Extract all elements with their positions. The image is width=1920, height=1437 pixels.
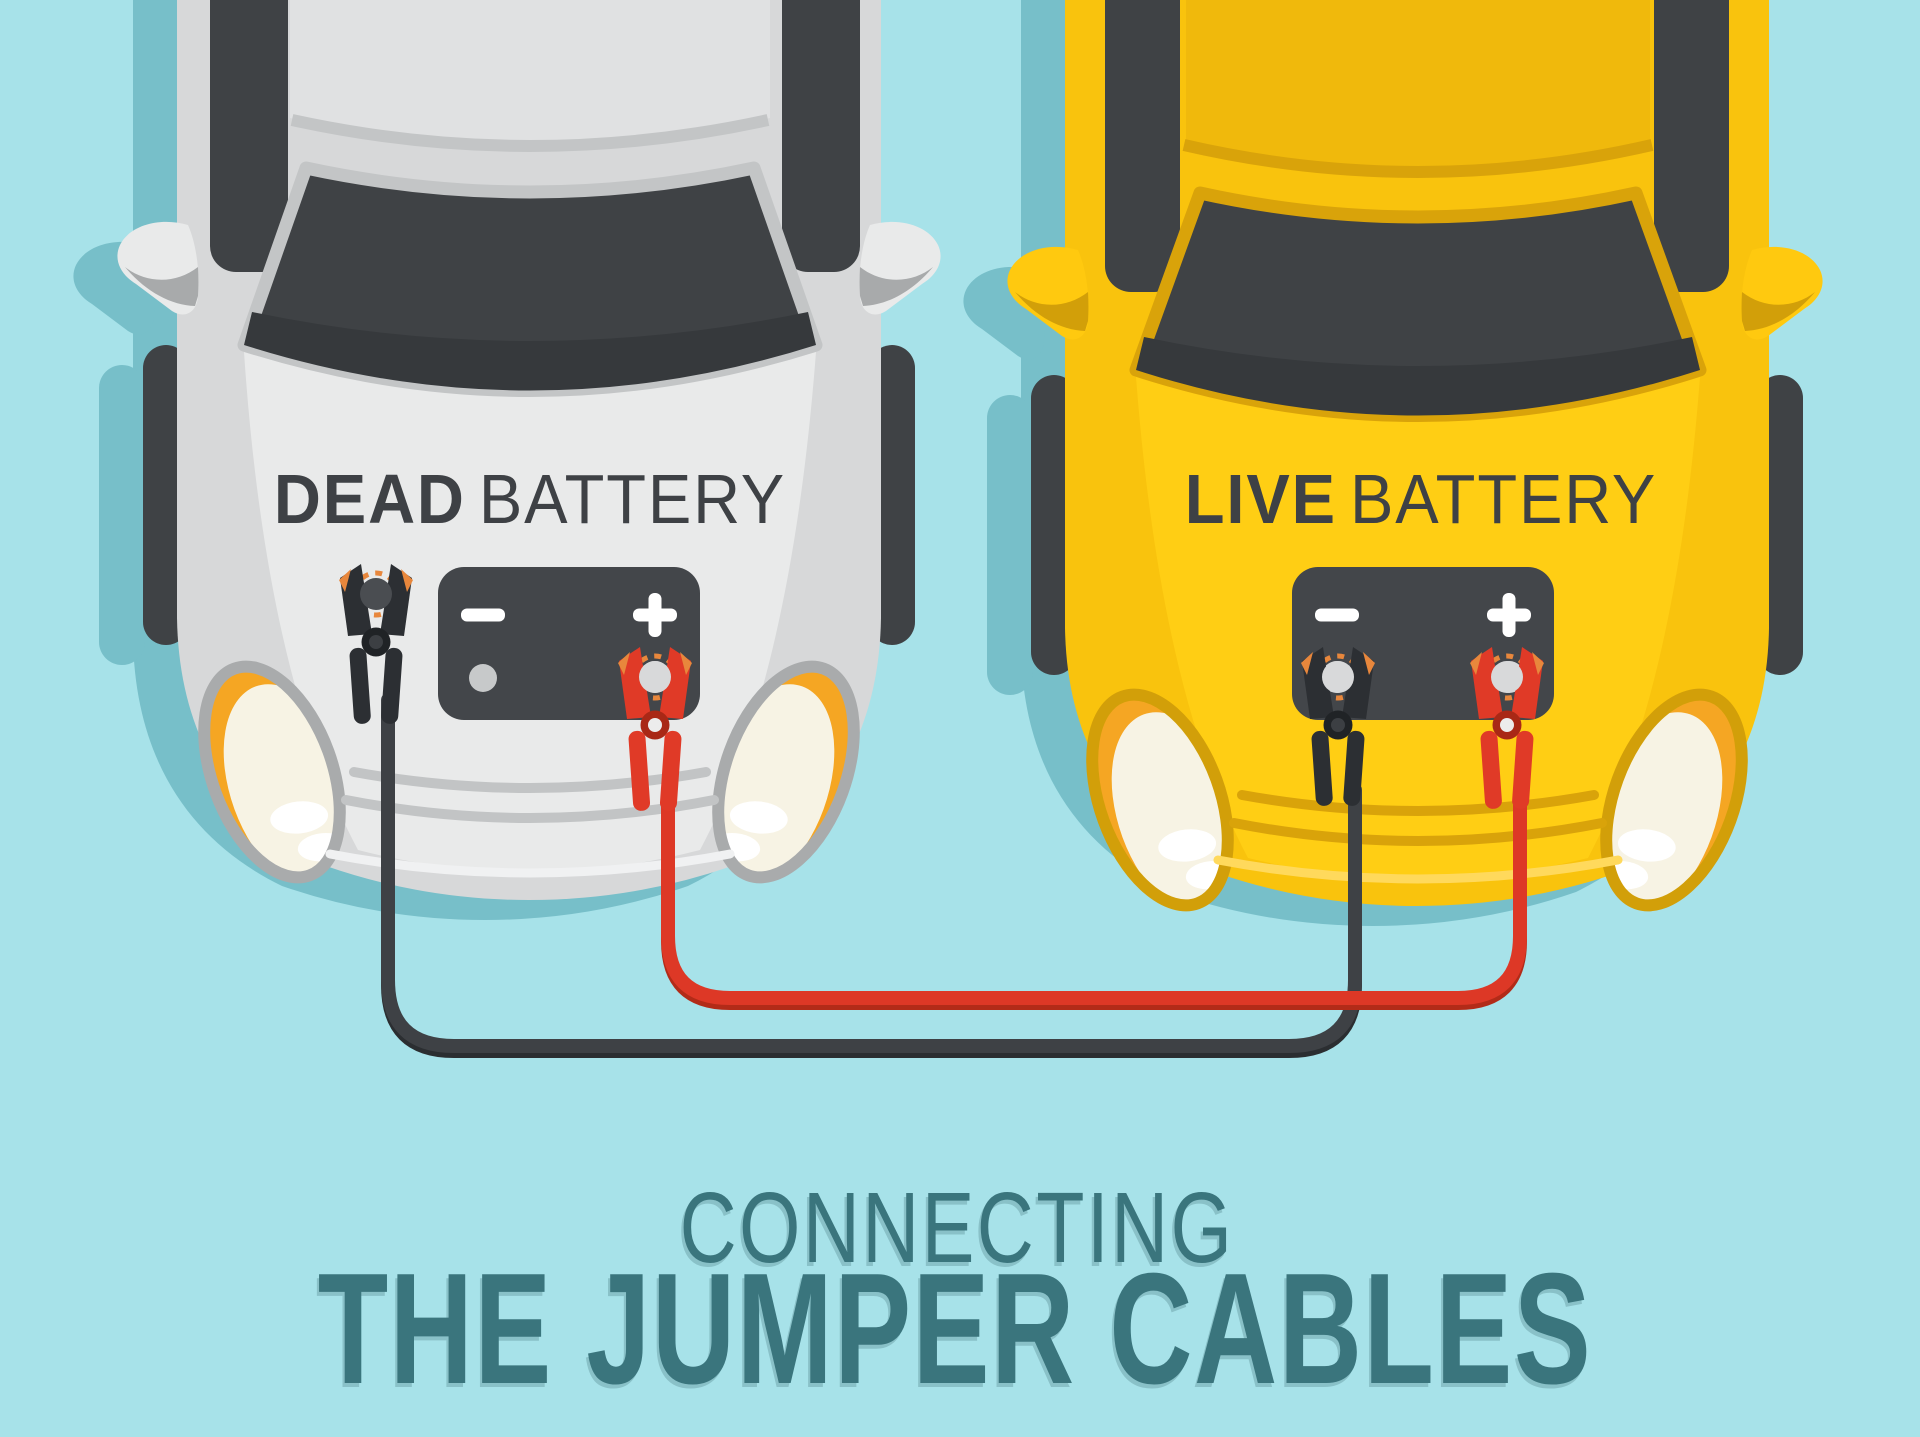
clamp-handle <box>1480 730 1502 809</box>
side-window <box>782 0 860 272</box>
headlight-dot <box>1158 829 1217 862</box>
clamp-tooth <box>1301 652 1313 675</box>
live-battery-label-strong: LIVE <box>1184 460 1337 538</box>
poster-title-line-1: CONNECTING <box>679 1172 1235 1284</box>
black-clamp-dead-ground <box>339 564 413 724</box>
car-dead-battery <box>117 0 941 900</box>
clamp-tooth <box>1470 652 1482 675</box>
headlight-dot <box>729 801 788 834</box>
clamp-tooth <box>1532 652 1544 675</box>
plus-symbol <box>633 593 677 637</box>
bumper-line <box>1229 818 1607 846</box>
plus-symbol <box>1487 593 1531 637</box>
headlight <box>1086 688 1250 920</box>
windshield-lower <box>1136 337 1700 416</box>
clamp-tooth <box>339 569 351 592</box>
clamp-tooth <box>618 652 630 675</box>
side-window <box>1105 0 1180 292</box>
dead-battery-label-strong: DEAD <box>273 460 466 538</box>
dead-battery-label-rest: BATTERY <box>478 460 787 538</box>
poster-title-line-2: THE JUMPER CABLES <box>317 1241 1593 1417</box>
clamp-handle <box>1311 730 1333 806</box>
clamp-handle <box>381 647 403 724</box>
minus-symbol <box>461 608 505 622</box>
roof <box>290 0 770 144</box>
clamp-handle <box>1512 730 1534 809</box>
clamp-tooth <box>1363 652 1375 675</box>
red-clamp-live-positive <box>1470 647 1544 809</box>
side-mirror <box>859 221 941 315</box>
battery-vent-cap <box>469 664 497 692</box>
clamp-handle <box>1343 730 1365 806</box>
side-mirror <box>1007 246 1089 340</box>
headlight <box>1584 688 1748 920</box>
car-live-battery <box>1007 0 1823 920</box>
side-mirror <box>117 221 199 315</box>
headlight <box>198 660 362 892</box>
headlight-dot <box>270 801 329 834</box>
wheel <box>987 395 1033 695</box>
clamp-handle <box>659 730 682 811</box>
clamp-tooth <box>680 652 692 675</box>
windshield-lower <box>244 312 816 391</box>
bumper-edge <box>1213 855 1623 884</box>
clamp-tooth <box>401 569 413 592</box>
minus-symbol <box>1315 608 1359 622</box>
side-window <box>1654 0 1729 292</box>
clamp-grip-circle <box>639 661 671 693</box>
red-jumper-cable <box>661 783 1527 1010</box>
red-clamp-dead-positive <box>618 647 692 811</box>
battery-dead <box>438 567 700 720</box>
bumper-line <box>1237 790 1599 816</box>
side-mirror <box>1741 246 1823 340</box>
clamp-handle <box>349 647 371 724</box>
side-window <box>210 0 288 272</box>
headlight <box>696 660 860 892</box>
roof-seam <box>1182 139 1654 178</box>
roof <box>1186 0 1650 170</box>
wheel <box>99 365 145 665</box>
clamp-grip-circle <box>360 578 392 610</box>
live-battery-label-rest: BATTERY <box>1349 460 1658 538</box>
headlight-dot <box>1617 829 1676 862</box>
roof-seam <box>290 114 770 152</box>
clamp-grip-circle <box>1322 661 1354 693</box>
clamp-grip-circle <box>1491 661 1523 693</box>
black-clamp-live-negative <box>1301 647 1375 806</box>
bumper-line <box>349 767 711 793</box>
clamp-handle <box>628 730 651 811</box>
